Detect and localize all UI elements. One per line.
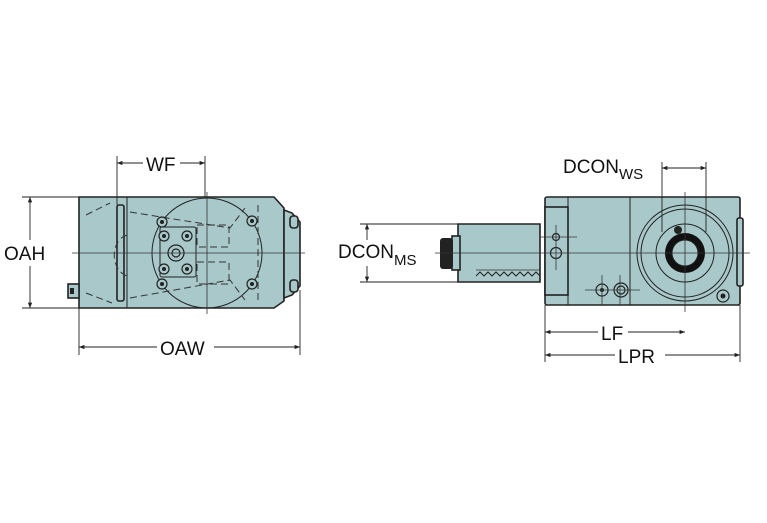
dcon-ms-label: DCONMS: [338, 242, 416, 269]
dcon-ws-label: DCONWS: [563, 157, 643, 183]
oah-label: OAH: [4, 244, 45, 265]
oaw-label: OAW: [160, 339, 205, 360]
lpr-label: LPR: [618, 347, 655, 368]
bolt-holes: [156, 215, 258, 290]
wf-label: WF: [146, 155, 176, 176]
lf-label: LF: [601, 324, 623, 345]
left-view: WF OAH OAW: [4, 155, 305, 360]
right-view: DCONWS DCONMS LF LPR: [338, 157, 750, 368]
